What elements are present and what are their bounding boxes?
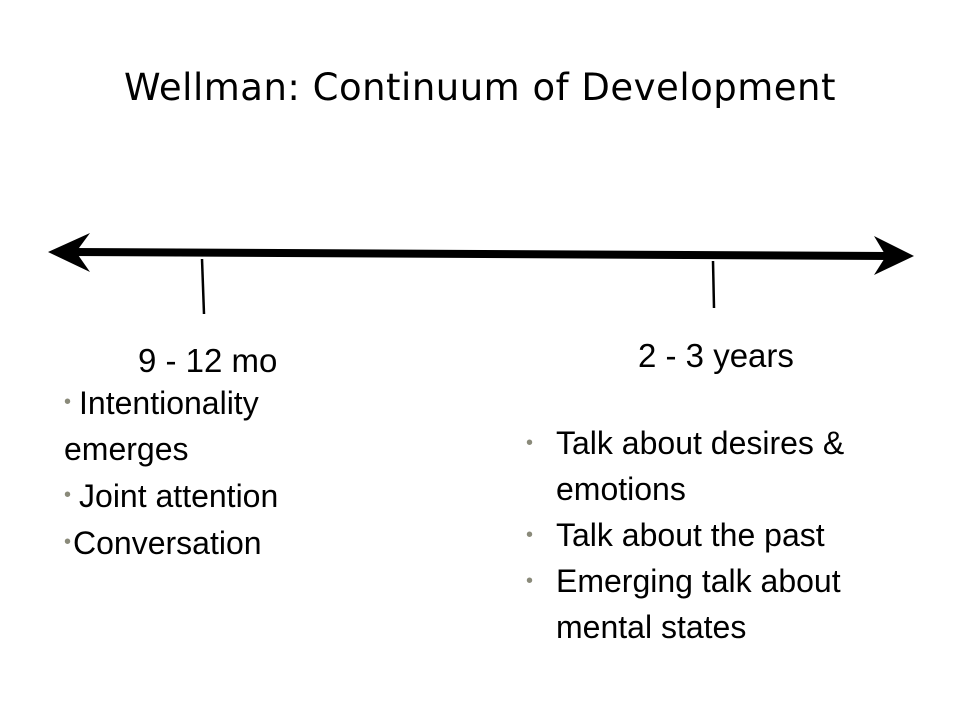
bullet-icon: • xyxy=(526,524,534,546)
timeline-axis xyxy=(71,248,891,260)
bullet-icon: • xyxy=(526,432,534,454)
list-item: • Emerging talk about mental states xyxy=(526,558,946,650)
milestone-label-toddler: 2 - 3 years xyxy=(638,337,794,374)
timeline-arrow-right xyxy=(874,236,914,275)
timeline-tick-1 xyxy=(200,258,206,315)
list-item: • Talk about desires & emotions xyxy=(526,420,946,512)
list-item: •Intentionality emerges xyxy=(64,385,259,467)
bullet-icon: • xyxy=(64,531,72,553)
bullet-icon: • xyxy=(526,570,534,592)
milestone-list-infancy: •Intentionality emerges •Joint attention… xyxy=(64,379,394,566)
bullet-icon: • xyxy=(64,484,72,506)
timeline-arrow-left xyxy=(48,233,90,272)
slide-title: Wellman: Continuum of Development xyxy=(123,66,836,109)
milestone-list-toddler: • Talk about desires & emotions • Talk a… xyxy=(526,420,946,650)
milestone-label-infancy: 9 - 12 mo xyxy=(138,342,278,379)
list-item: •Conversation xyxy=(64,525,262,561)
bullet-icon: • xyxy=(64,391,72,413)
timeline-tick-2 xyxy=(711,260,716,309)
list-item: •Joint attention xyxy=(64,478,279,514)
list-item: • Talk about the past xyxy=(526,512,946,558)
